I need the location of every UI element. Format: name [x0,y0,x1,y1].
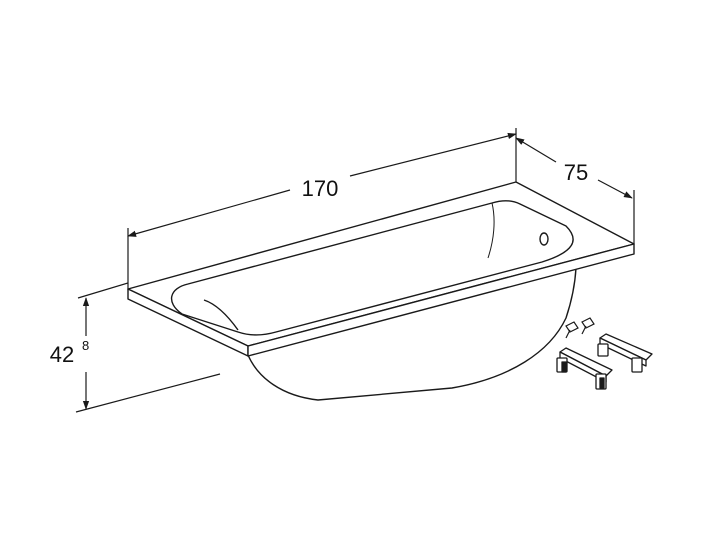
tub-shell [247,267,577,401]
tub-rim-side [247,243,635,357]
dimension-lines [75,128,635,413]
height-dimension-superscript: 8 [82,338,89,353]
bathtub-drawing [127,181,635,401]
length-dimension-label: 170 [302,176,339,201]
tub-inner-wall [487,202,495,259]
tub-backrest-line [203,299,239,331]
fixing-screws-icon [565,317,595,339]
overflow-hole-icon [539,232,549,246]
height-dimension-label: 42 [50,342,74,367]
support-feet-icon [556,333,653,390]
length-dimension-line [127,189,291,237]
width-dimension-label: 75 [564,160,588,185]
tub-basin [170,200,574,336]
width-dimension-line [515,137,557,163]
